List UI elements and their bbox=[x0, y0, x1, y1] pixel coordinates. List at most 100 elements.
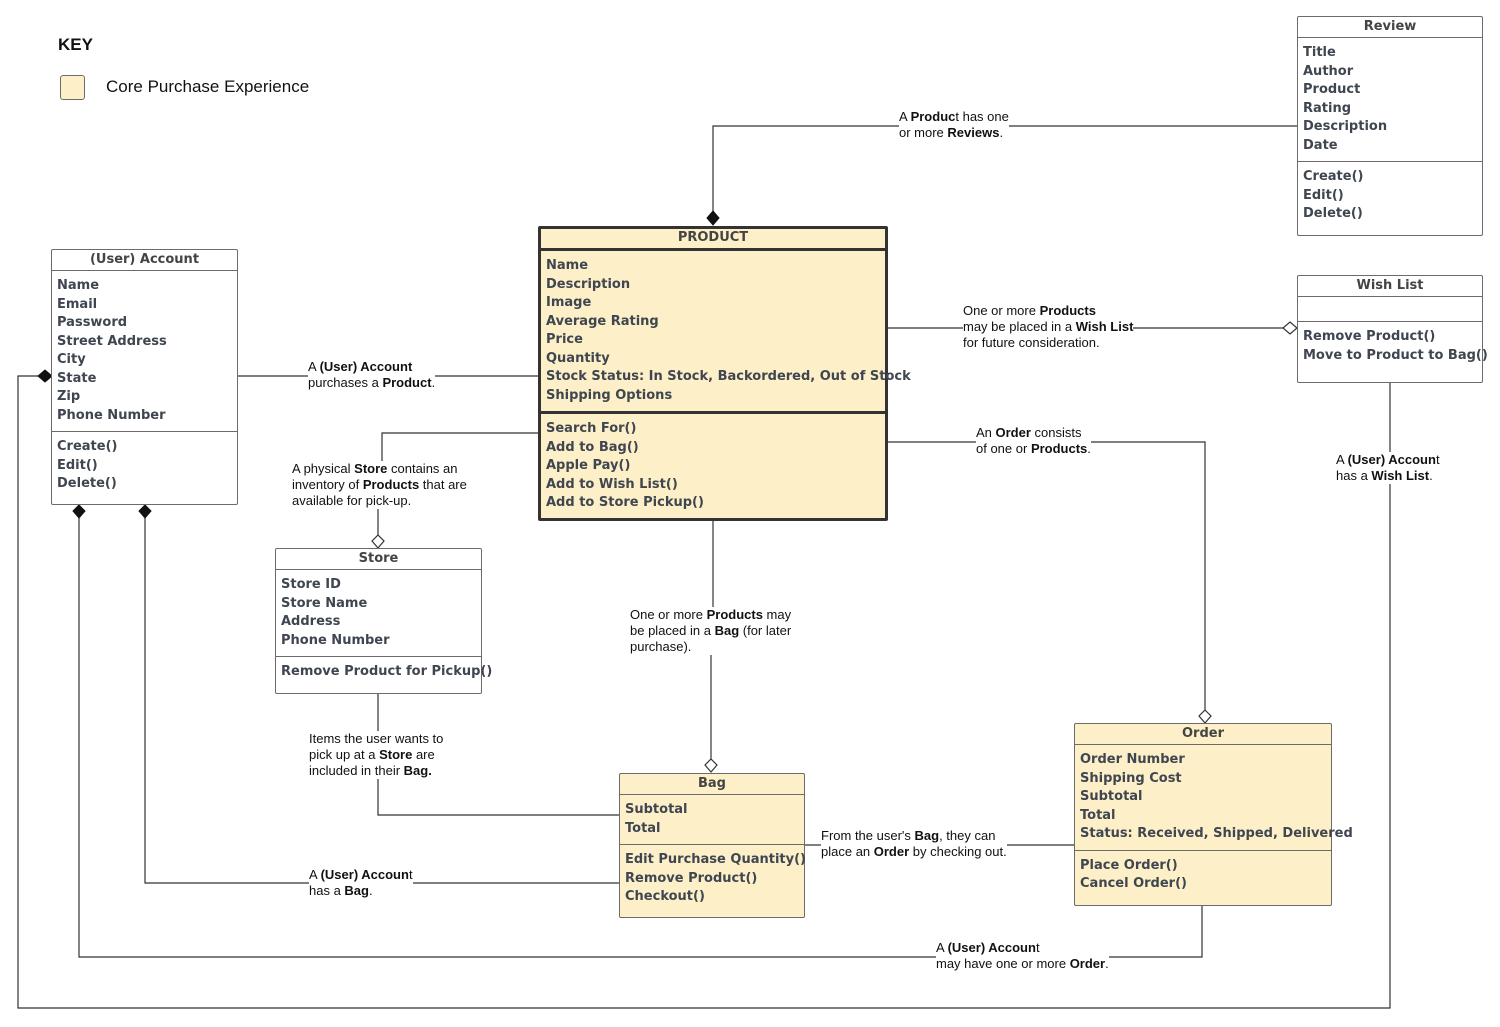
label-segment: . bbox=[1087, 441, 1091, 456]
key-title: KEY bbox=[58, 35, 93, 54]
class-methods-section: Remove Product()Move to Product to Bag() bbox=[1298, 321, 1488, 371]
label-segment: Bag bbox=[714, 623, 740, 638]
key-legend-label: Core Purchase Experience bbox=[106, 77, 310, 96]
class-title: (User) Account bbox=[52, 250, 237, 271]
label-segment: . bbox=[368, 883, 373, 898]
class-title: Order bbox=[1075, 724, 1331, 745]
label-segment: may bbox=[762, 607, 792, 622]
class-method: Remove Product for Pickup() bbox=[281, 664, 493, 679]
diamond-product-top bbox=[706, 210, 720, 226]
label-segment: purchases a bbox=[308, 375, 383, 390]
label-segment: (User) Account bbox=[319, 359, 413, 374]
diamond-store-top bbox=[371, 534, 385, 549]
label-segment: Bag bbox=[344, 883, 369, 898]
class-attribute: Average Rating bbox=[546, 313, 659, 329]
class-attributes-section bbox=[1298, 297, 1482, 321]
label-segment: Reviews bbox=[947, 125, 1000, 140]
label-line: A (User) Account bbox=[1336, 452, 1440, 468]
label-segment: A bbox=[308, 359, 320, 374]
label-segment: A bbox=[936, 940, 948, 955]
label-segment: Bag. bbox=[403, 763, 432, 778]
class-title: Wish List bbox=[1298, 276, 1482, 297]
label-line: has a Bag. bbox=[309, 883, 413, 899]
label-segment: available for pick-up. bbox=[292, 493, 412, 508]
class-attribute: State bbox=[57, 370, 97, 386]
line-product-order bbox=[887, 441, 1206, 710]
label-line: A Product has one bbox=[899, 109, 1009, 125]
class-method: Edit() bbox=[57, 457, 98, 473]
class-attribute: Zip bbox=[57, 389, 81, 404]
label-segment: A bbox=[309, 867, 321, 882]
label-line: included in their Bag. bbox=[309, 763, 443, 779]
class-attribute: Rating bbox=[1303, 100, 1352, 116]
class-attribute: Product bbox=[1303, 82, 1361, 97]
class-title: Store bbox=[276, 549, 481, 570]
label-segment: Store bbox=[354, 461, 388, 476]
class-methods-section: Place Order()Cancel Order() bbox=[1075, 849, 1331, 900]
label-segment: place an bbox=[821, 844, 874, 859]
class-attribute: Store Name bbox=[281, 595, 368, 611]
class-attribute: City bbox=[57, 352, 86, 367]
line-wishlist-account bbox=[17, 375, 1391, 1009]
class-method: Delete() bbox=[57, 476, 117, 491]
class-attribute: Subtotal bbox=[625, 802, 688, 817]
class-attribute: Stock Status: In Stock, Backordered, Out… bbox=[546, 369, 911, 384]
label-segment: . bbox=[999, 125, 1004, 140]
class-attribute: Description bbox=[1303, 119, 1388, 134]
label-segment: One or more bbox=[963, 303, 1040, 318]
class-methods-section: Remove Product for Pickup() bbox=[276, 656, 493, 688]
diamond-order-top bbox=[1198, 709, 1212, 724]
label-segment: Products bbox=[1039, 303, 1096, 318]
label-segment: are bbox=[412, 747, 435, 762]
class-attribute: Phone Number bbox=[57, 407, 166, 423]
label-segment: of one or bbox=[976, 441, 1031, 456]
class-attribute: Price bbox=[546, 332, 583, 347]
label-line: for future consideration. bbox=[963, 335, 1133, 351]
class-attribute: Description bbox=[546, 276, 631, 292]
label-segment: has a bbox=[1336, 468, 1372, 483]
line-product-review bbox=[712, 125, 1297, 218]
label-segment: (User) Accoun bbox=[1347, 452, 1436, 467]
label-line: place an Order by checking out. bbox=[821, 844, 1007, 860]
class-title: Bag bbox=[620, 774, 804, 795]
label-segment: Products bbox=[1030, 441, 1088, 456]
class-method: Add to Wish List() bbox=[546, 476, 678, 492]
line-account-order bbox=[78, 518, 1203, 958]
class-method: Edit() bbox=[1303, 187, 1344, 203]
label-segment: for future consideration. bbox=[963, 335, 1100, 350]
diamond-account-bottom-1 bbox=[72, 504, 86, 519]
label-line: pick up at a Store are bbox=[309, 747, 443, 763]
label-line: may be placed in a Wish List bbox=[963, 319, 1133, 335]
label-segment: included in their bbox=[309, 763, 404, 778]
class-method: Create() bbox=[57, 439, 118, 454]
line-account-bag bbox=[144, 518, 619, 884]
label-line: Items the user wants to bbox=[309, 731, 443, 747]
class-attribute: Total bbox=[1080, 807, 1116, 823]
class-method: Apple Pay() bbox=[546, 458, 631, 473]
class-attribute: Title bbox=[1303, 45, 1336, 60]
class-attribute: Image bbox=[546, 295, 592, 310]
class-method: Place Order() bbox=[1080, 857, 1178, 873]
label-segment: (for later bbox=[739, 623, 792, 638]
label-segment: consists bbox=[1030, 425, 1082, 440]
class-attribute: Order Number bbox=[1080, 752, 1185, 767]
label-segment: Order bbox=[995, 425, 1031, 440]
class-attribute: Subtotal bbox=[1080, 789, 1143, 804]
label-segment: A bbox=[1336, 452, 1348, 467]
class-attribute: Name bbox=[546, 258, 589, 273]
label-segment: . bbox=[431, 375, 436, 390]
label-segment: One or more bbox=[630, 607, 707, 622]
